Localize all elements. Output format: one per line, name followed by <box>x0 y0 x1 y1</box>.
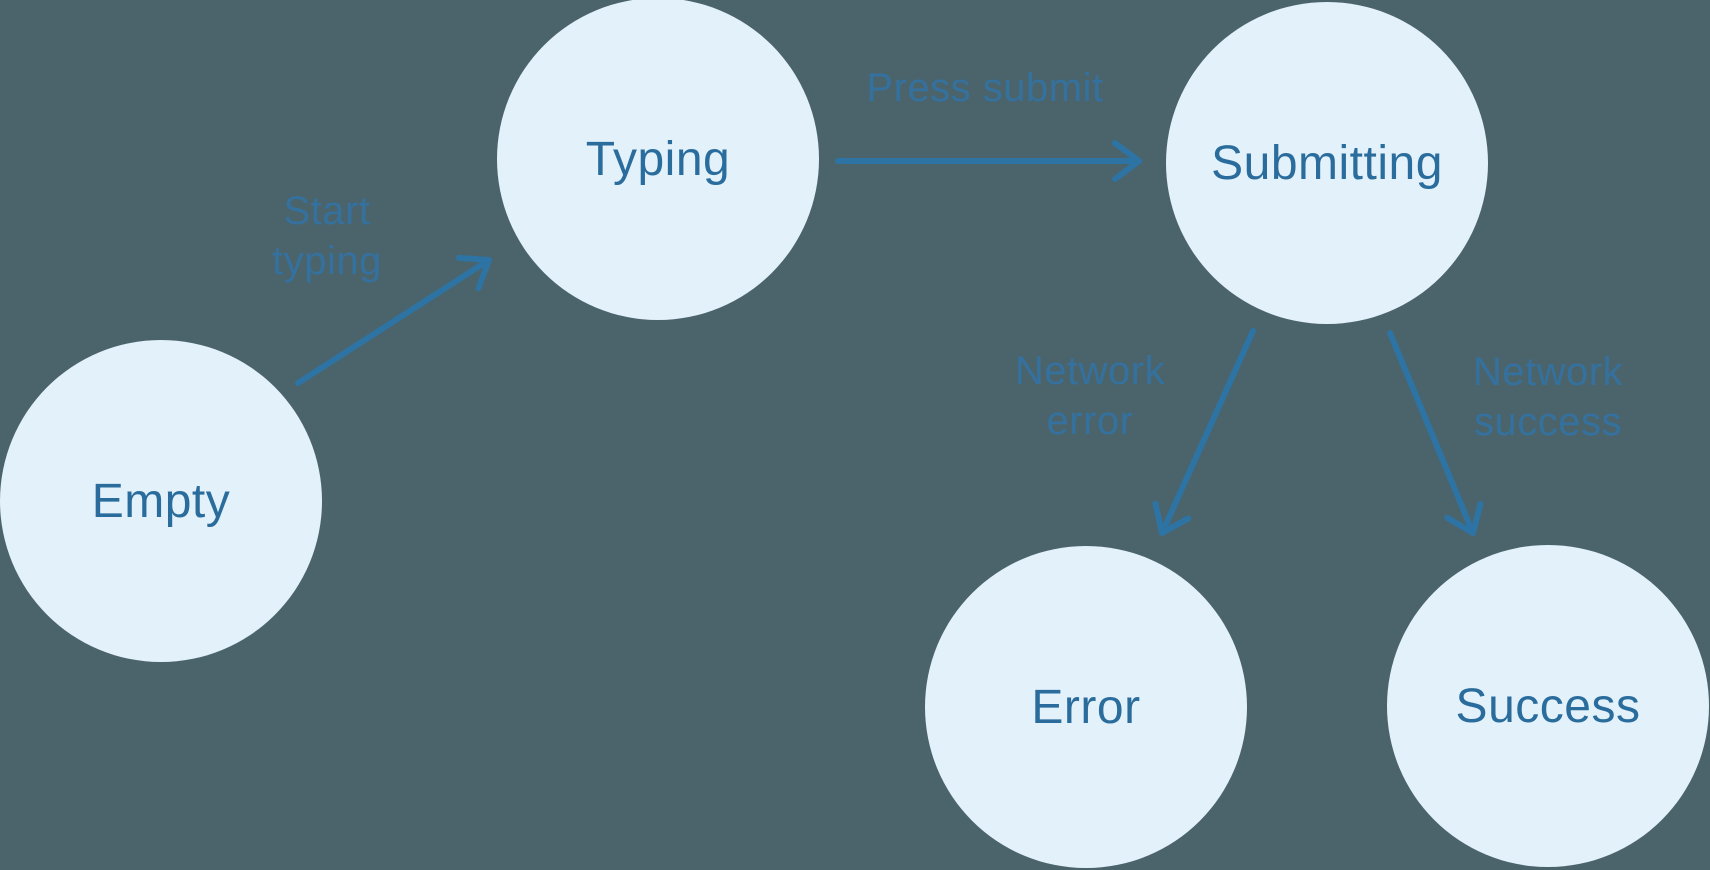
arrow-submitting-to-success <box>1387 330 1484 536</box>
state-node-error: Error <box>925 546 1247 868</box>
state-label-success: Success <box>1455 679 1641 733</box>
state-label-submitting: Submitting <box>1211 136 1443 190</box>
arrow-submitting-to-error <box>1152 328 1256 536</box>
state-node-submitting: Submitting <box>1166 2 1488 324</box>
state-node-typing: Typing <box>497 0 819 320</box>
transition-label-start-typing: Start typing <box>272 189 382 283</box>
transition-label-network-success: Network success <box>1472 350 1624 444</box>
transition-label-press-submit: Press submit <box>866 66 1104 110</box>
state-label-empty: Empty <box>91 474 231 528</box>
state-node-success: Success <box>1387 545 1709 867</box>
state-node-empty: Empty <box>0 340 322 662</box>
transition-label-network-error: Network error <box>1014 349 1166 443</box>
state-label-error: Error <box>1031 680 1141 734</box>
state-label-typing: Typing <box>585 132 731 186</box>
arrow-empty-to-typing <box>295 254 492 386</box>
